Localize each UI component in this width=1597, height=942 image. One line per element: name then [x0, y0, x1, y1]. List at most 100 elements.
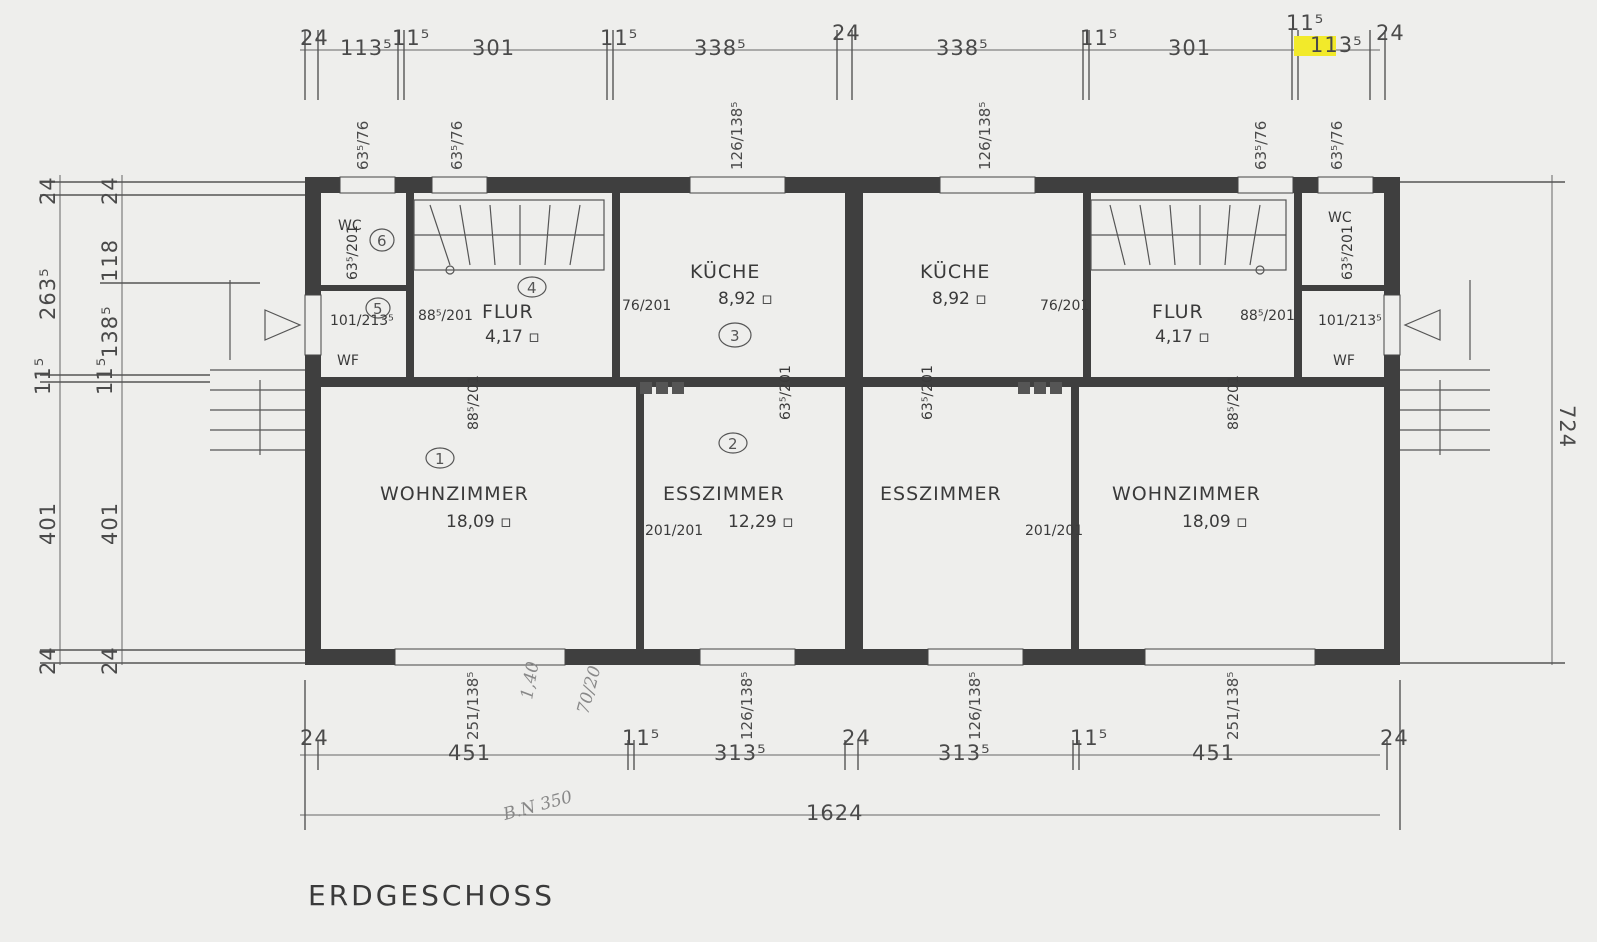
handwritten-notes: 1,40 70/20 B.N 350: [500, 660, 605, 825]
highlight-mark: [1294, 36, 1336, 56]
room-number-4: 4: [527, 279, 537, 297]
dim-top-11: 113⁵: [1310, 33, 1363, 57]
window-labels-top: 63⁵/76 63⁵/76 126/138⁵ 126/138⁵ 63⁵/76 6…: [354, 102, 1346, 170]
room-area-flur-right: 4,17 ▫: [1155, 327, 1210, 347]
left-dimension-chains: 24 263⁵ 11⁵ 401 24 24 118 138⁵ 11⁵ 401 2…: [31, 175, 310, 675]
room-name-wc-right: WC: [1328, 210, 1352, 226]
window-labels-bottom: 251/138⁵ 126/138⁵ 126/138⁵ 251/138⁵: [464, 672, 1242, 740]
exterior-steps-left: [210, 280, 305, 455]
right-dimension: 724: [1380, 175, 1579, 665]
door-label-wf-right: 101/213⁵: [1318, 313, 1382, 329]
room-area-flur-left: 4,17 ▫: [485, 327, 540, 347]
door-label-ess-right: 63⁵/201: [920, 365, 936, 420]
room-name-kueche-left: KÜCHE: [690, 260, 760, 283]
dim-left-0: 24: [36, 176, 60, 205]
opening-top-1: 63⁵/76: [448, 121, 466, 170]
dim-left-inner-0: 24: [98, 176, 122, 205]
opening-bottom-1: 126/138⁵: [738, 672, 756, 740]
room-area-kueche-left: 8,92 ▫: [718, 289, 773, 309]
room-area-wohnzimmer-right: 18,09 ▫: [1182, 512, 1248, 532]
door-label-pass-right: 201/201: [1025, 523, 1083, 539]
room-number-2: 2: [728, 435, 738, 453]
opening-bottom-2: 126/138⁵: [966, 672, 984, 740]
hand-note-stamp: B.N 350: [500, 787, 575, 825]
room-area-wohnzimmer-left: 18,09 ▫: [446, 512, 512, 532]
dim-left-1: 263⁵: [36, 267, 60, 320]
dim-top-1: 113⁵: [340, 36, 393, 60]
room-number-1: 1: [435, 450, 445, 468]
opening-top-5: 63⁵/76: [1328, 121, 1346, 170]
dim-bottom-6: 11⁵: [1070, 726, 1108, 750]
dim-left-inner-1: 118: [98, 239, 122, 282]
dim-top-3: 301: [472, 36, 515, 60]
door-label-flur-left: 88⁵/201: [418, 308, 473, 324]
dim-left-inner-3: 11⁵: [93, 357, 117, 395]
room-name-flur-right: FLUR: [1152, 301, 1204, 323]
dim-bottom-8: 24: [1380, 726, 1409, 750]
room-number-6: 6: [377, 232, 387, 250]
hand-note-1: 1,40: [517, 660, 543, 701]
dim-bottom-2: 11⁵: [622, 726, 660, 750]
opening-bottom-0: 251/138⁵: [464, 672, 482, 740]
staircase-left: [413, 199, 605, 275]
dim-bottom-0: 24: [300, 726, 329, 750]
dim-bottom-5: 313⁵: [938, 741, 991, 765]
room-name-wf-left: WF: [337, 353, 359, 369]
room-name-wohnzimmer-left: WOHNZIMMER: [380, 483, 529, 505]
dim-bottom-1: 451: [448, 741, 491, 765]
dim-right-overall: 724: [1555, 405, 1579, 448]
room-name-esszimmer-left: ESSZIMMER: [663, 483, 785, 505]
door-label-wc-right: 63⁵/201: [1340, 225, 1356, 280]
room-labels: WOHNZIMMER 18,09 ▫ ESSZIMMER 12,29 ▫ KÜC…: [337, 210, 1355, 532]
dim-left-2: 11⁵: [31, 357, 55, 395]
door-label-flur-right: 88⁵/201: [1240, 308, 1295, 324]
door-label-wohn-right: 88⁵/201: [1226, 375, 1242, 430]
dim-top-12: 24: [1376, 21, 1405, 45]
room-area-esszimmer-left: 12,29 ▫: [728, 512, 794, 532]
windows: [304, 176, 1401, 666]
dim-bottom-7: 451: [1192, 741, 1235, 765]
opening-top-3: 126/138⁵: [976, 102, 994, 170]
room-area-kueche-right: 8,92 ▫: [932, 289, 987, 309]
opening-top-0: 63⁵/76: [354, 121, 372, 170]
dim-top-9: 301: [1168, 36, 1211, 60]
room-number-3: 3: [730, 327, 740, 345]
room-name-wf-right: WF: [1333, 353, 1355, 369]
dim-left-inner-5: 24: [98, 646, 122, 675]
dim-left-3: 401: [36, 502, 60, 545]
exterior-steps-right: [1400, 280, 1490, 455]
door-labels: 76/201 76/201 88⁵/201 88⁵/201 101/213⁵ 1…: [330, 225, 1382, 539]
dim-left-inner-4: 401: [98, 502, 122, 545]
room-number-5: 5: [373, 300, 383, 318]
door-label-kueche-right: 76/201: [1040, 298, 1089, 314]
room-name-kueche-right: KÜCHE: [920, 260, 990, 283]
door-label-kueche-left: 76/201: [622, 298, 671, 314]
door-label-ess-left: 63⁵/201: [778, 365, 794, 420]
dim-top-8: 11⁵: [1080, 26, 1118, 50]
dim-bottom-4: 24: [842, 726, 871, 750]
room-name-flur-left: FLUR: [482, 301, 534, 323]
room-name-wohnzimmer-right: WOHNZIMMER: [1112, 483, 1261, 505]
staircase-right: [1090, 199, 1287, 275]
room-numbers: 1 2 3 4 5 6: [365, 228, 752, 469]
opening-top-2: 126/138⁵: [728, 102, 746, 170]
door-label-wohn-left: 88⁵/201: [466, 375, 482, 430]
dim-left-4: 24: [36, 646, 60, 675]
dim-top-10: 11⁵: [1286, 11, 1324, 35]
dim-top-6: 24: [832, 21, 861, 45]
opening-bottom-3: 251/138⁵: [1224, 672, 1242, 740]
dim-top-5: 338⁵: [694, 36, 747, 60]
top-dimension-chain: 24 113⁵ 11⁵ 301 11⁵ 338⁵ 24 338⁵ 11⁵ 301…: [300, 11, 1405, 100]
room-name-wc-left: WC: [338, 218, 362, 234]
bottom-dimension-chain: 24 451 11⁵ 313⁵ 24 313⁵ 11⁵ 451 24 1624: [300, 680, 1409, 830]
room-name-esszimmer-right: ESSZIMMER: [880, 483, 1002, 505]
dim-overall: 1624: [806, 801, 863, 825]
door-label-wc-left: 63⁵/201: [345, 225, 361, 280]
drawing-title: ERDGESCHOSS: [308, 879, 555, 912]
dim-top-0: 24: [300, 26, 329, 50]
hand-note-2: 70/20: [574, 664, 606, 717]
chimneys: [640, 382, 1062, 394]
dim-top-4: 11⁵: [600, 26, 638, 50]
door-label-pass-left: 201/201: [645, 523, 703, 539]
